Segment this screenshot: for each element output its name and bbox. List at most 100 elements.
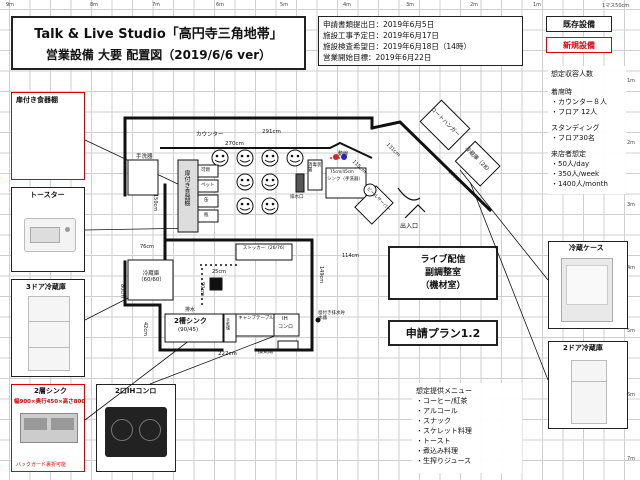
label-222: 222cm [218,351,237,357]
label-bin-combustible: 可燃 [201,168,210,173]
label-stocker: ストッカー（26/76） [242,246,288,251]
seat-7 [236,197,254,215]
bin-bottle-box [197,209,219,223]
label-bin-bottle: 瓶 [204,213,209,218]
label-90: 90cm [199,282,205,296]
capacity-standing-label: スタンディング [551,124,600,132]
ruler-top-9m: 9m [6,2,15,8]
small-black-box [209,277,223,291]
capacity-visitors-week: ・350人/week [551,170,600,178]
hand-sink-left-box [127,159,159,196]
label-149: 149cm [318,266,324,284]
fridge2-panel-label: 2ドア冷蔵庫 [563,344,603,352]
schedule-submit: 申請書類提出日：2019年6月5日 [323,20,435,29]
label-25: 25cm [212,269,226,275]
ruler-left-4m: 4m [627,265,636,271]
cabinet-panel-label: 扉付き食器棚 [16,96,58,104]
seats-group [211,149,304,215]
drain-box [295,173,305,193]
bin-pet-box [197,179,219,193]
seat-2 [236,149,254,167]
fridge60-box [127,259,174,301]
live-room-line2: 副調整室 [424,267,461,278]
fridge2-image [571,360,607,424]
seat-3 [261,149,279,167]
wall-inner-right [163,238,314,352]
schedule-box: 申請書類提出日：2019年6月5日 施設工事予定日：2019年6月17日 施設検… [318,16,523,66]
toaster-panel: トースター [11,187,85,272]
label-drain: 排水口 [290,195,304,200]
capacity-visitors-month: ・1400人/month [551,180,608,188]
grease-trap-box [277,340,299,350]
fridge28-box [454,140,501,187]
capacity-seated-floor: ・フロア 12人 [551,108,598,116]
case-panel-label: 冷蔵ケース [569,244,604,252]
ruler-left-7m: 7m [627,456,636,462]
ih-burner-right-icon [139,419,161,441]
menu-item-skillet: ・スケレット料理 [416,427,472,435]
label-entrance: 出入口 [400,223,419,230]
label-grease-trap: 窗付き排水貯水器 [318,311,345,321]
counter-line [160,141,373,159]
menu-item-juice: ・生搾りジュース [416,457,472,465]
sink2-panel: 2層シンク 幅900×奥行450×高さ800 バックガード裏折可能 [11,384,85,472]
case-panel: 冷蔵ケース [548,241,628,329]
beer-server-box [354,185,394,225]
connector-fridge2 [469,181,549,381]
toaster-panel-label: トースター [30,191,65,199]
menu-item-snack: ・スナック [416,417,451,425]
capacity-heading: 想定収容人数 [551,70,593,78]
wall-bottom-left [123,303,224,352]
label-ih: IH [282,316,288,322]
ih-image [105,407,167,457]
label-hand-sink-left: 手洗器 [136,154,153,160]
case-glass-icon [566,265,608,305]
label-75: 75cm/45cm [330,169,354,174]
label-76: 76cm [140,244,154,250]
schedule-open: 営業開始目標：2019年6月22日 [323,53,432,62]
seat-8 [261,197,279,215]
toaster-window-icon [30,227,60,243]
live-room-line3: （機材室） [420,280,466,291]
mirror-box [307,159,323,191]
fridge3-panel: 3ドア冷蔵庫 [11,279,85,377]
label-150: 150cm [152,194,158,212]
fridge2-door-line-icon [572,381,606,382]
ruler-top-1m: 1m [533,2,542,8]
connector-case [459,169,549,281]
ruler-top-6m: 6m [216,2,225,8]
ih-plan-box [273,313,300,337]
label-270: 270cm [225,141,244,147]
legend-existing: 既存設備 [546,16,612,32]
label-80: 80cm [119,284,125,298]
sink-bowl-icon [363,183,377,197]
plan-name-box: 申請プラン1.2 [388,320,498,346]
capacity-seated-label: 着席時 [551,88,572,96]
ruler-top-8m: 8m [90,2,99,8]
menu-item-toast: ・トースト [416,437,451,445]
fridge3-panel-label: 3ドア冷蔵庫 [26,283,66,291]
sink-hand-box [325,167,367,199]
faucet-cold-dot-2 [341,154,347,160]
capacity-standing-floor: ・フロア30名 [551,134,595,142]
label-bin-can: 缶 [204,198,209,203]
drain-dot [315,317,321,323]
label-cabinet-vertical: 扉付き食器棚 [183,170,190,206]
fridge3-door-line2-icon [29,347,69,348]
entrance-arrow [404,204,426,219]
label-exhaust: 換気扇 [258,349,274,355]
fridge3-image [28,296,70,371]
seat-1 [211,149,229,167]
title-line1: Talk & Live Studio「高円寺三角地帯」 [34,27,283,42]
ruler-left-5m: 5m [627,328,636,334]
schedule-inspect: 施設検査希望日：2019年6月18日（14時） [323,42,471,51]
cabinet-panel: 扉付き食器棚 [11,92,85,180]
menu-box: 想定提供メニュー ・コーヒー/紅茶 ・アルコール ・スナック ・スケレット料理 … [412,383,522,473]
ih-burner-left-icon [111,419,133,441]
ruler-top-5m: 5m [280,2,289,8]
label-counter: カウンター [196,132,224,138]
ih-panel: 2口IHコンロ [96,384,176,472]
label-291: 291cm [262,129,281,135]
menu-item-coffee: ・コーヒー/紅茶 [416,397,468,405]
